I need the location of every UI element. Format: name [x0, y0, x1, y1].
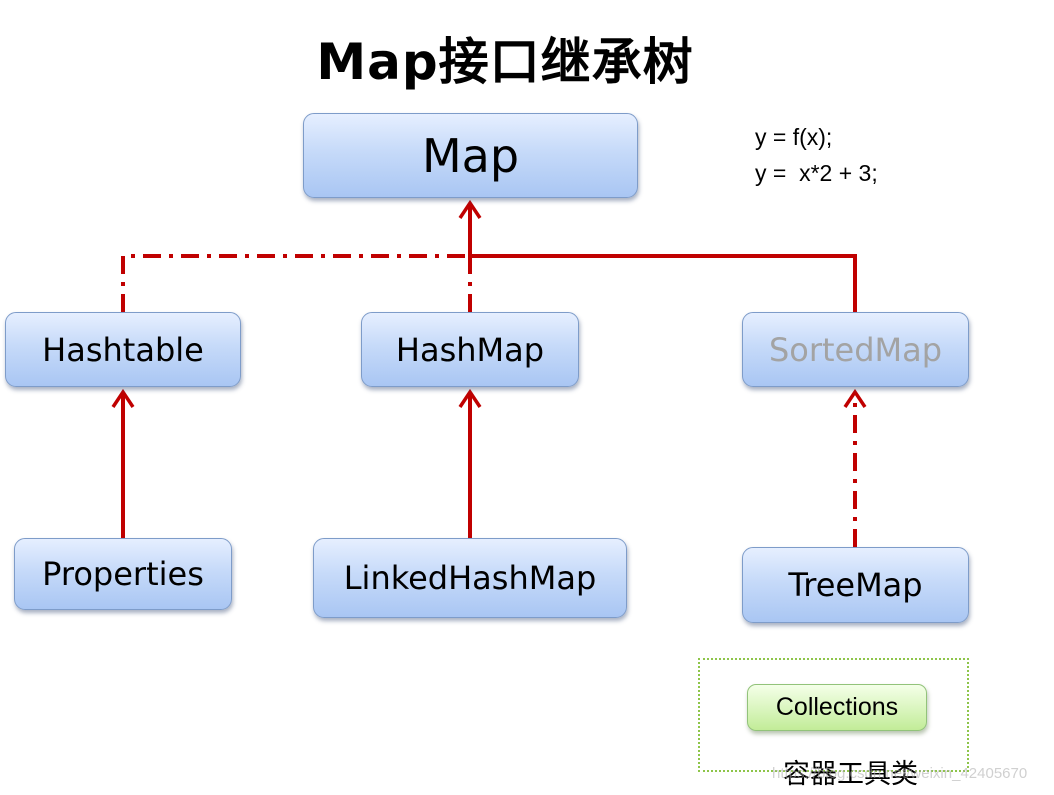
node-map: Map [303, 113, 638, 198]
page-title: Map接口继承树 [316, 33, 694, 91]
node-hashmap: HashMap [361, 312, 579, 387]
formula-line-2: y = x*2 + 3; [755, 160, 878, 186]
utility-caption: 容器工具类 [783, 759, 918, 790]
watermark: https://blog.csdn.net/weixin_42405670 [772, 765, 1028, 782]
node-treemap: TreeMap [742, 547, 969, 623]
arrow-map-icon [458, 199, 482, 219]
node-properties: Properties [14, 538, 232, 610]
node-hashtable: Hashtable [5, 312, 241, 387]
utility-group-box [698, 658, 969, 772]
arrow-sortedmap-icon [843, 388, 867, 408]
node-sortedmap: SortedMap [742, 312, 969, 387]
node-linkedhashmap: LinkedHashMap [313, 538, 627, 618]
arrow-hashtable-icon [111, 388, 135, 408]
edge-hashtable-to-map [121, 254, 470, 312]
node-collections: Collections [747, 684, 927, 731]
edge-sortedmap-to-map [470, 254, 857, 312]
arrow-hashmap-icon [458, 388, 482, 408]
formula-line-1: y = f(x); [755, 124, 833, 150]
